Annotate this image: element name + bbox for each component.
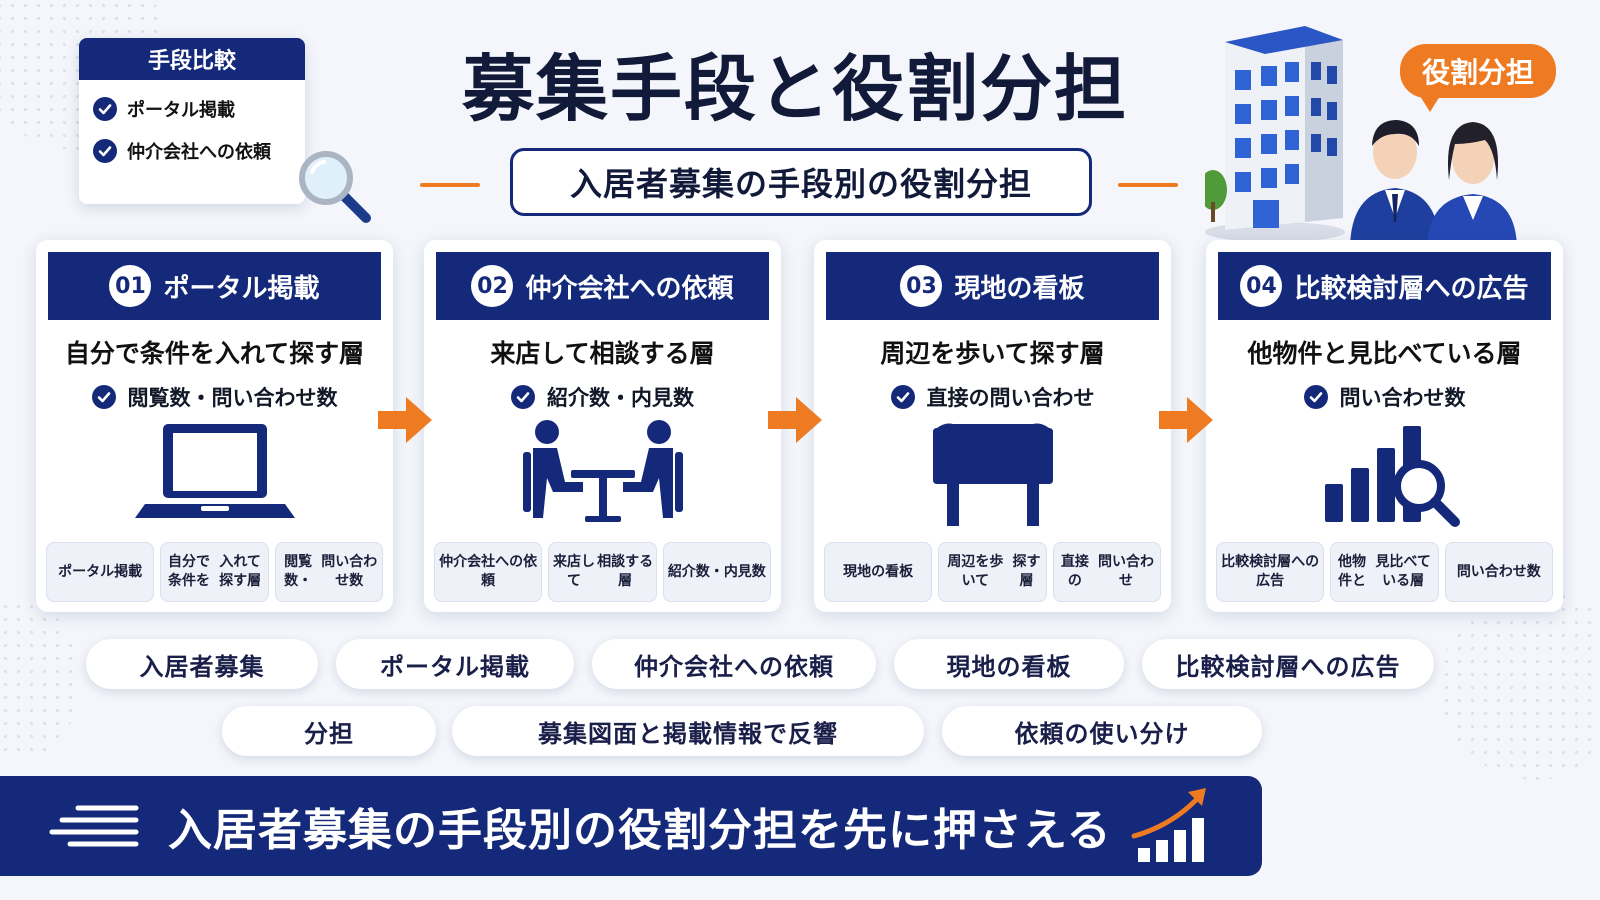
card-title: ポータル掲載 [163,273,320,304]
card-header: 02 仲介会社への依頼 [436,252,769,320]
check-icon [890,385,915,409]
card-metric: 紹介数・内見数 [424,382,781,412]
role-badge: 役割分担 [1400,44,1556,112]
card-metric: 問い合わせ数 [1206,382,1563,412]
chip: 紹介数・内見数 [662,542,771,602]
check-icon [1303,385,1328,409]
card-number: 02 [471,265,514,307]
chip: 直接の問い合わせ [1052,542,1161,602]
comparison-heading: 手段比較 [79,38,305,80]
card-chips: 比較検討層への広告 他物件と見比べている層 問い合わせ数 [1216,542,1553,602]
card-metric: 直接の問い合わせ [814,382,1171,412]
card-title: 仲介会社への依頼 [525,273,734,304]
banner-text: 入居者募集の手段別の役割分担を先に押さえる [168,805,1112,856]
chip: 周辺を歩いて探す層 [938,542,1047,602]
card-chips: 現地の看板 周辺を歩いて探す層 直接の問い合わせ [824,542,1161,602]
comparison-item-label: 仲介会社への依頼 [127,142,271,163]
check-icon [511,385,535,409]
keyword-tag: 現地の看板 [894,639,1124,689]
method-card: 03 現地の看板 周辺を歩いて探す層 直接の問い合わせ 現地の看板 周辺を歩いて… [814,240,1171,612]
chip: 来店して相談する層 [548,542,657,602]
chip: 自分で条件を入れて探す層 [160,542,269,602]
decor-dots [0,600,80,760]
card-chips: ポータル掲載 自分で条件を入れて探す層 閲覧数・問い合わせ数 [46,542,383,602]
check-icon [91,385,116,409]
page-subtitle: 入居者募集の手段別の役割分担 [510,148,1092,216]
card-header: 03 現地の看板 [826,252,1159,320]
comparison-card: 手段比較 ポータル掲載 仲介会社への依頼 [79,38,305,204]
comparison-item-label: ポータル掲載 [127,100,235,121]
card-metric-label: 直接の問い合わせ [926,386,1095,410]
decor-line [1118,183,1178,187]
check-icon [93,97,117,121]
magnifier-icon [299,151,371,223]
method-card: 02 仲介会社への依頼 来店して相談する層 紹介数・内見数 仲介会社への依頼 来… [424,240,781,612]
card-number: 01 [109,265,152,307]
decor-line [420,183,480,187]
office-building-icon [1205,26,1345,242]
analytics-icon [1324,426,1460,527]
keyword-tag: ポータル掲載 [336,639,574,689]
staff-people-icon [1350,120,1517,250]
chip: 仲介会社への依頼 [434,542,543,602]
card-title: 比較検討層への広告 [1294,273,1529,304]
chip: 比較検討層への広告 [1216,542,1325,602]
card-title: 現地の看板 [954,273,1085,304]
keyword-tag: 分担 [222,706,436,756]
chip: ポータル掲載 [46,542,155,602]
check-icon [93,139,117,163]
card-chips: 仲介会社への依頼 来店して相談する層 紹介数・内見数 [434,542,771,602]
meeting-icon [522,420,683,522]
card-number: 03 [900,265,943,307]
chip: 他物件と見比べている層 [1330,542,1439,602]
speed-lines-icon [49,805,139,847]
method-card: 04 比較検討層への広告 他物件と見比べている層 問い合わせ数 比較検討層への広… [1206,240,1563,612]
keyword-tag: 入居者募集 [86,639,318,689]
arrow-right-icon [1159,397,1213,443]
chip: 閲覧数・問い合わせ数 [274,542,383,602]
card-target: 他物件と見比べている層 [1247,339,1522,368]
keyword-tag: 依頼の使い分け [942,706,1262,756]
growth-chart-icon [1131,788,1206,862]
card-target: 自分で条件を入れて探す層 [64,339,365,368]
card-metric: 閲覧数・問い合わせ数 [36,382,393,412]
card-metric-label: 紹介数・内見数 [547,386,694,410]
summary-banner: 入居者募集の手段別の役割分担を先に押さえる [0,776,1262,876]
keyword-tag: 比較検討層への広告 [1142,639,1434,689]
comparison-item: ポータル掲載 [79,96,305,122]
chip: 現地の看板 [824,542,933,602]
method-card: 01 ポータル掲載 自分で条件を入れて探す層 閲覧数・問い合わせ数 ポータル掲載… [36,240,393,612]
comparison-item: 仲介会社への依頼 [79,138,305,164]
card-number: 04 [1240,265,1283,307]
page-title: 募集手段と役割分担 [461,47,1128,131]
card-metric-label: 問い合わせ数 [1339,386,1466,410]
chip: 問い合わせ数 [1444,542,1553,602]
card-header: 01 ポータル掲載 [48,252,381,320]
keyword-tag: 仲介会社への依頼 [592,639,876,689]
decor-dots [1440,590,1600,780]
arrow-right-icon [378,397,432,443]
arrow-right-icon [768,397,822,443]
laptop-icon [134,424,295,518]
card-target: 周辺を歩いて探す層 [880,339,1105,368]
card-metric-label: 閲覧数・問い合わせ数 [127,386,338,410]
card-target: 来店して相談する層 [490,339,715,368]
signboard-icon [932,423,1053,526]
keyword-tag: 募集図面と掲載情報で反響 [452,706,924,756]
card-header: 04 比較検討層への広告 [1218,252,1551,320]
